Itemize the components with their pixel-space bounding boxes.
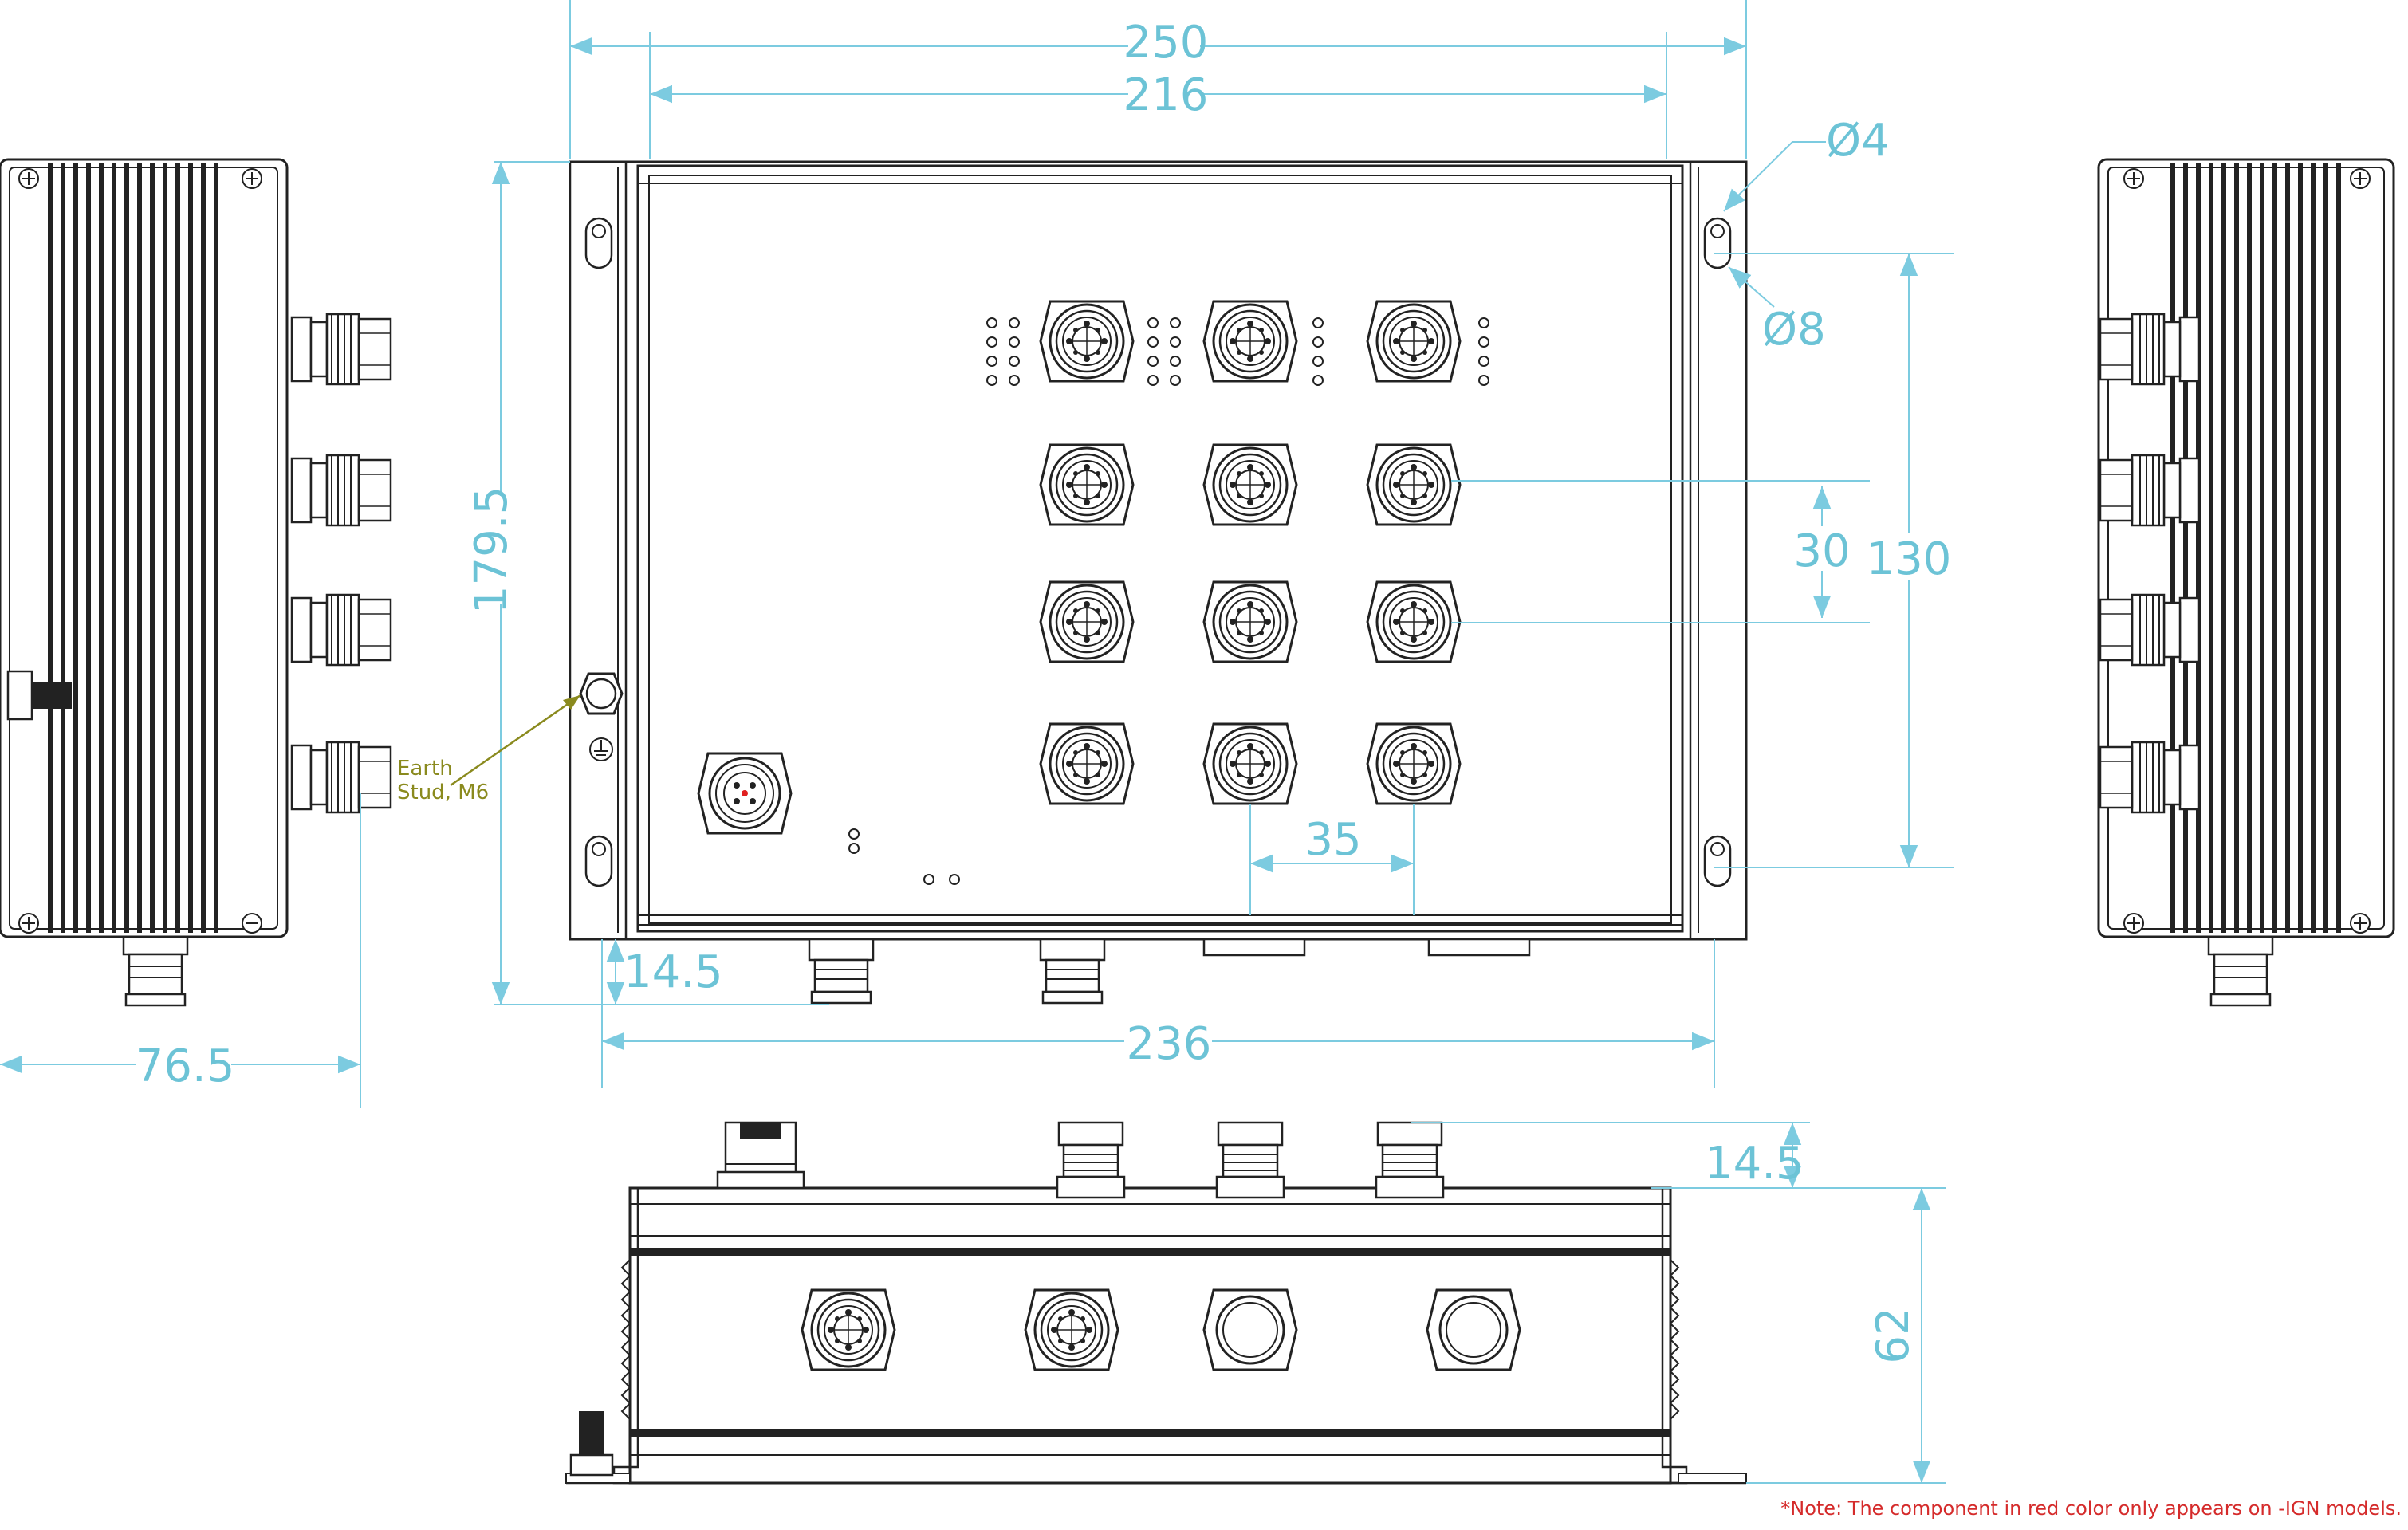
dim-14-5-bottom: 14.5 — [1705, 1138, 1804, 1190]
power-connector — [697, 752, 793, 835]
earth-label-line1: Earth — [397, 757, 453, 781]
dim-250: 250 — [1123, 17, 1209, 69]
dim-62: 62 — [1867, 1307, 1919, 1363]
left-side-view — [0, 158, 392, 1007]
dim-hole-large: Ø8 — [1762, 304, 1826, 356]
blank-cap-1 — [1202, 1288, 1298, 1371]
bottom-view — [565, 1121, 1747, 1485]
dim-236: 236 — [1127, 1018, 1212, 1070]
dim-76-5: 76.5 — [136, 1040, 235, 1092]
dim-hole-small: Ø4 — [1826, 115, 1890, 167]
ign-note: *Note: The component in red color only a… — [1780, 1497, 2402, 1520]
dim-130: 130 — [1867, 533, 1952, 585]
heat-fins-right — [2170, 163, 2341, 933]
front-view — [569, 160, 1748, 1005]
bottom-top-connectors — [716, 1121, 1445, 1199]
dim-35: 35 — [1304, 814, 1361, 866]
dim-216: 216 — [1123, 69, 1209, 121]
dim-14-5-front: 14.5 — [624, 946, 723, 998]
earth-stud — [579, 672, 624, 761]
dim-30: 30 — [1793, 525, 1850, 577]
heat-fins-left — [48, 163, 218, 933]
front-bottom-connectors — [808, 938, 1531, 1005]
right-side-view — [2097, 158, 2395, 1007]
blank-cap-2 — [1426, 1288, 1521, 1371]
earth-label-line2: Stud, M6 — [397, 781, 489, 804]
dim-179-5: 179.5 — [466, 486, 517, 614]
dimension-labels: 250 216 Ø4 Ø8 179.5 130 30 35 14.5 236 7… — [136, 16, 1954, 1364]
